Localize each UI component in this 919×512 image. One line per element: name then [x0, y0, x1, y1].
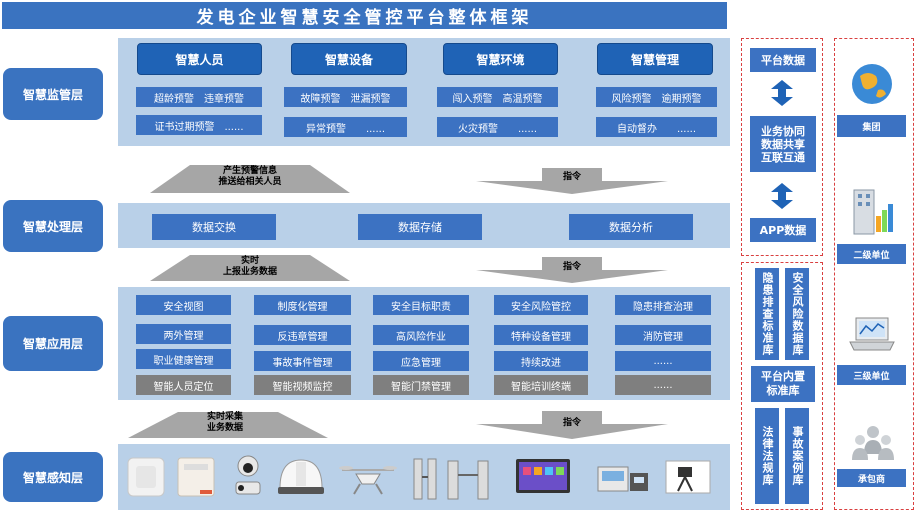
layer-label-monitor: 智慧监管层	[3, 68, 103, 120]
app-item[interactable]: 特种设备管理	[494, 325, 588, 345]
app-item[interactable]: 两外管理	[136, 324, 231, 344]
globe-icon	[852, 64, 892, 104]
stakeholders-group	[834, 38, 914, 510]
arrow-label: 产生预警信息 推送给相关人员	[218, 166, 282, 187]
monitor-item[interactable]: 异常预警 ......	[284, 117, 407, 137]
accident-case-library[interactable]: 事故案例库	[785, 408, 809, 504]
app-item[interactable]: 智能培训终端	[494, 375, 588, 395]
app-item[interactable]: 制度化管理	[254, 295, 351, 315]
router-device-icon	[127, 457, 165, 497]
up-arrow-icon	[150, 165, 350, 193]
app-item[interactable]: 反违章管理	[254, 325, 351, 345]
arrow-label: 指令	[562, 262, 581, 272]
app-item[interactable]: 高风险作业	[373, 325, 469, 345]
down-arrow-icon	[476, 168, 668, 194]
stakeholder-contractor-label: 承包商	[837, 469, 906, 487]
hazard-standard-library[interactable]: 隐患排查标准库	[755, 268, 779, 360]
detector-kit-icon	[597, 466, 648, 492]
turnstile-a-icon	[413, 458, 437, 500]
double-arrow-icon	[771, 80, 793, 106]
gateway-device-icon	[177, 457, 215, 497]
double-arrow-icon	[771, 183, 793, 209]
monitor-item[interactable]: 风险预警 逾期预警	[596, 87, 717, 107]
down-arrow-icon	[476, 257, 668, 283]
builtin-standard-library[interactable]: 平台内置 标准库	[751, 366, 815, 402]
app-item[interactable]: 安全视图	[136, 295, 231, 315]
display-screen-icon	[516, 459, 570, 493]
monitor-item[interactable]: 证书过期预警 ......	[136, 115, 262, 135]
platform-data-group	[741, 38, 823, 256]
projector-terminal-icon	[665, 460, 711, 494]
building-chart-icon	[853, 189, 893, 235]
layer-label-process: 智慧处理层	[3, 200, 103, 252]
app-item[interactable]: 持续改进	[494, 351, 588, 371]
ptz-camera-icon	[235, 455, 261, 495]
turnstile-b-icon	[447, 460, 489, 500]
platform-data-box[interactable]: 平台数据	[750, 48, 816, 72]
law-library[interactable]: 法律法规库	[755, 408, 779, 504]
down-arrow-icon	[476, 411, 668, 439]
app-data-box[interactable]: APP数据	[750, 218, 816, 242]
stakeholder-group-label: 集团	[837, 115, 906, 137]
monitor-item[interactable]: 闯入预警 高温预警	[437, 87, 558, 107]
stakeholder-level3-label: 三级单位	[837, 365, 906, 385]
up-arrow-icon	[128, 412, 328, 438]
laptop-icon	[849, 317, 895, 351]
app-item[interactable]: 事故事件管理	[254, 351, 351, 371]
app-item[interactable]: 应急管理	[373, 351, 469, 371]
header-smart-management[interactable]: 智慧管理	[597, 43, 713, 75]
arrow-label: 实时 上报业务数据	[222, 256, 277, 277]
app-item[interactable]: 消防管理	[615, 325, 711, 345]
data-exchange-item[interactable]: 数据交换	[152, 214, 276, 240]
people-icon	[852, 426, 894, 460]
monitor-item[interactable]: 自动督办 ......	[596, 117, 717, 137]
app-item[interactable]: 隐患排查治理	[615, 295, 711, 315]
risk-database[interactable]: 安全风险数据库	[785, 268, 809, 360]
page-title: 发电企业智慧安全管控平台整体框架	[2, 2, 727, 29]
app-item[interactable]: 智能视频监控	[254, 375, 351, 395]
app-item[interactable]: 安全风险管控	[494, 295, 588, 315]
app-item[interactable]: 智能门禁管理	[373, 375, 469, 395]
monitor-item[interactable]: 火灾预警 ......	[437, 117, 558, 137]
app-item[interactable]: 安全目标职责	[373, 295, 469, 315]
business-collab-box[interactable]: 业务协同 数据共享 互联互通	[750, 116, 816, 172]
app-item[interactable]: 智能人员定位	[136, 375, 231, 395]
header-smart-personnel[interactable]: 智慧人员	[137, 43, 262, 75]
app-item[interactable]: 职业健康管理	[136, 349, 231, 369]
header-smart-environment[interactable]: 智慧环境	[443, 43, 558, 75]
layer-label-perception: 智慧感知层	[3, 452, 103, 502]
data-analysis-item[interactable]: 数据分析	[569, 214, 693, 240]
arrow-label: 指令	[562, 418, 581, 428]
app-item[interactable]: ......	[615, 375, 711, 395]
stakeholder-level2-label: 二级单位	[837, 244, 906, 264]
monitor-item[interactable]: 超龄预警 违章预警	[136, 87, 262, 107]
standard-library-group	[741, 262, 823, 510]
arrow-label: 指令	[562, 172, 581, 182]
data-storage-item[interactable]: 数据存储	[358, 214, 482, 240]
header-smart-equipment[interactable]: 智慧设备	[291, 43, 407, 75]
layer-label-application: 智慧应用层	[3, 316, 103, 371]
smart-helmet-icon	[278, 459, 324, 494]
drone-icon	[339, 466, 397, 495]
arrow-label: 实时采集 业务数据	[206, 412, 243, 433]
up-arrow-icon	[150, 255, 350, 281]
app-item[interactable]: ......	[615, 351, 711, 371]
monitor-item[interactable]: 故障预警 泄漏预警	[284, 87, 407, 107]
